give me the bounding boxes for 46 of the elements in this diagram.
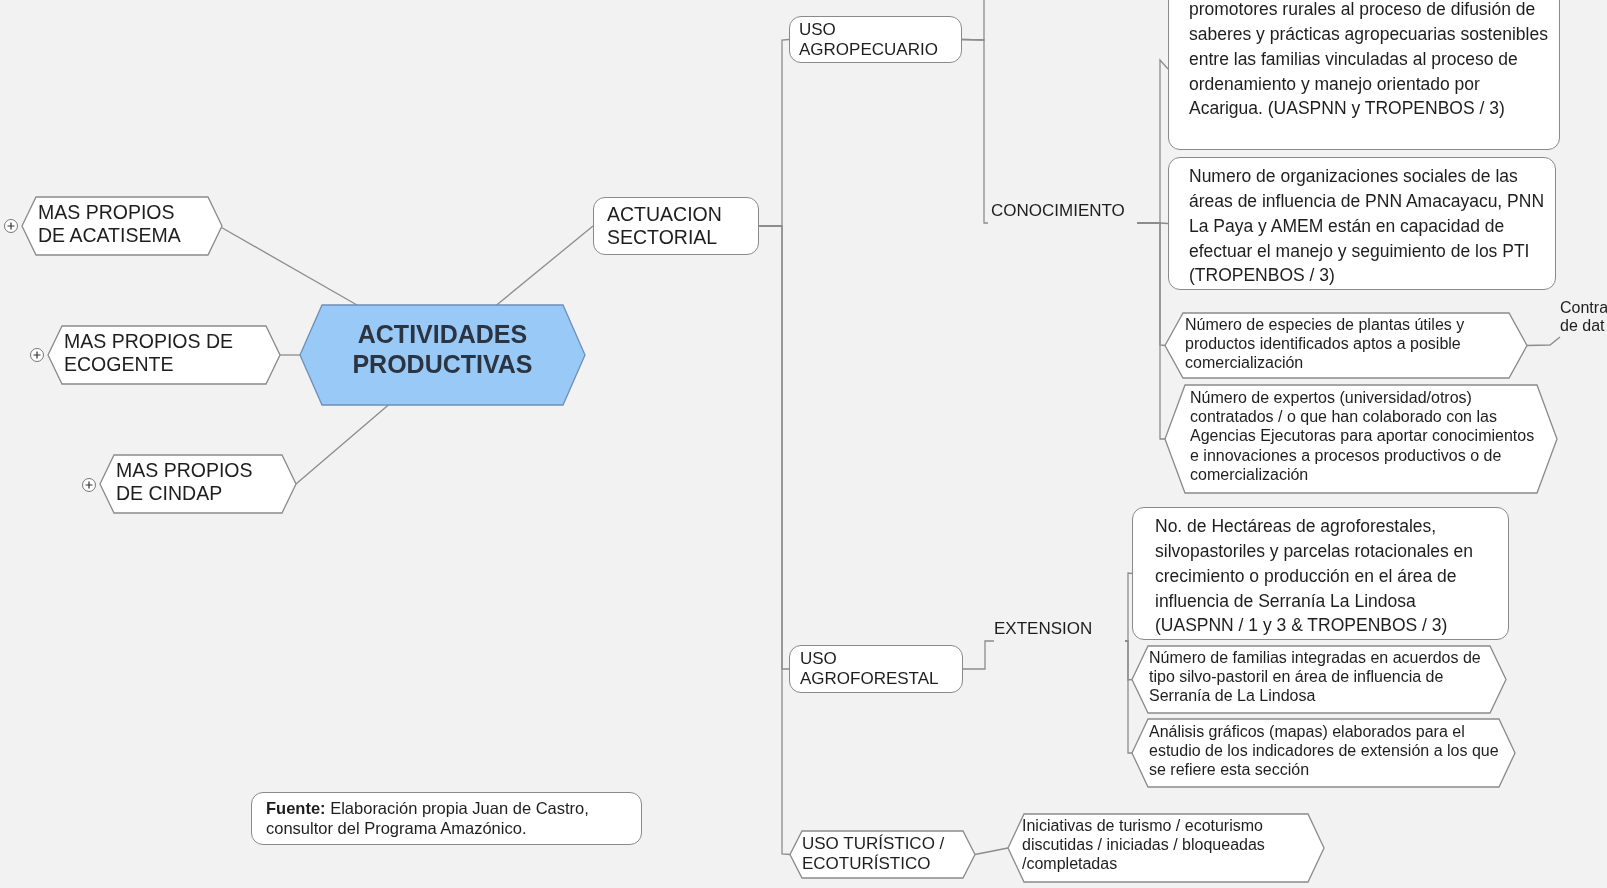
node-label: MAS PROPIOS DE CINDAP: [116, 459, 254, 506]
node-label: No. de Hectáreas de agroforestales, silvopastoriles y parcelas rotacionales en crecimiento o producción en el área de influencia de Serranía La Lindosa (UASPNN / 1 y 3 & TROPENBOS / 3): [1155, 515, 1475, 638]
node-label: Iniciativas de turismo / ecoturismo discutidas / iniciadas / bloqueadas /completadas: [1022, 816, 1266, 874]
rounded-box: [1168, 157, 1556, 290]
connector-line: [962, 640, 995, 670]
connector-line: [961, 38, 989, 224]
hexagon-node: [1132, 646, 1506, 713]
node-label: MAS PROPIOS DE ECOGENTE: [64, 330, 235, 377]
connector-line: [279, 354, 301, 356]
node-label: Número de expertos (universidad/otros) contratados / o que han colaborado con las Agencias Ejecutoras para aportar conocimientos e innovaciones a procesos productivos o de comercialización: [1190, 388, 1536, 484]
branch-label: EXTENSION: [994, 619, 1094, 640]
hexagon-node: [1008, 814, 1324, 882]
node-label: ACTIVIDADES PRODUCTIVAS: [351, 319, 534, 379]
node-label: USO AGROFORESTAL: [800, 649, 940, 690]
hexagon-node: [1132, 719, 1515, 787]
connector-line: [496, 225, 594, 306]
hexagon-node: [100, 455, 296, 513]
hexagon-node: [48, 326, 280, 384]
source-note: Fuente: Elaboración propia Juan de Castro, consultor del Programa Amazónico.: [266, 799, 590, 839]
rounded-box: [1168, 0, 1560, 150]
node-label: MAS PROPIOS DE ACATISEMA: [38, 201, 182, 248]
connector-line: [221, 227, 358, 306]
node-label: USO TURÍSTICO / ECOTURÍSTICO: [802, 834, 946, 875]
rounded-box: [593, 197, 759, 255]
source-note-box: [251, 792, 642, 845]
connector-line: [295, 404, 389, 485]
connector-line: [1124, 572, 1133, 642]
rounded-box: [1132, 507, 1509, 640]
node-label: promotores rurales al proceso de difusión de saberes y prácticas agropecuarias sostenibles entre las familias vinculadas al proceso de ordenamiento y manejo orientado por Acarigua. (UASPNN y TROPENBOS / 3): [1189, 0, 1549, 121]
connector-line: [1124, 640, 1133, 754]
hexagon-node: [1165, 313, 1527, 378]
node-label: Número de especies de plantas útiles y productos identificados aptos a posible comercialización: [1185, 315, 1466, 373]
node-label: Análisis gráficos (mapas) elaborados para el estudio de los indicadores de extensión a los que se refiere esta sección: [1149, 722, 1499, 780]
node-label: Número de familias integradas en acuerdos de tipo silvo-pastoril en área de influencia de Serranía de La Lindosa: [1149, 648, 1482, 706]
rounded-box: [789, 16, 962, 63]
connector-line: [1526, 336, 1561, 347]
rounded-box: [789, 645, 963, 693]
branch-label: CONOCIMIENTO: [991, 201, 1126, 222]
node-label: ACTUACION SECTORIAL: [607, 203, 723, 250]
hexagon-node: [22, 197, 222, 255]
node-label: Numero de organizaciones sociales de las áreas de influencia de PNN Amacayacu, PNN La Paya y AMEM están en capacidad de efectuar el manejo y seguimiento de los PTI (TROPENBOS / 3): [1189, 165, 1545, 288]
hexagon-node: [790, 831, 975, 878]
connector-line: [974, 847, 1009, 856]
node-label: USO AGROPECUARIO: [799, 20, 939, 61]
central-topic-hexagon: [300, 305, 585, 405]
hexagon-node: [1165, 385, 1557, 493]
